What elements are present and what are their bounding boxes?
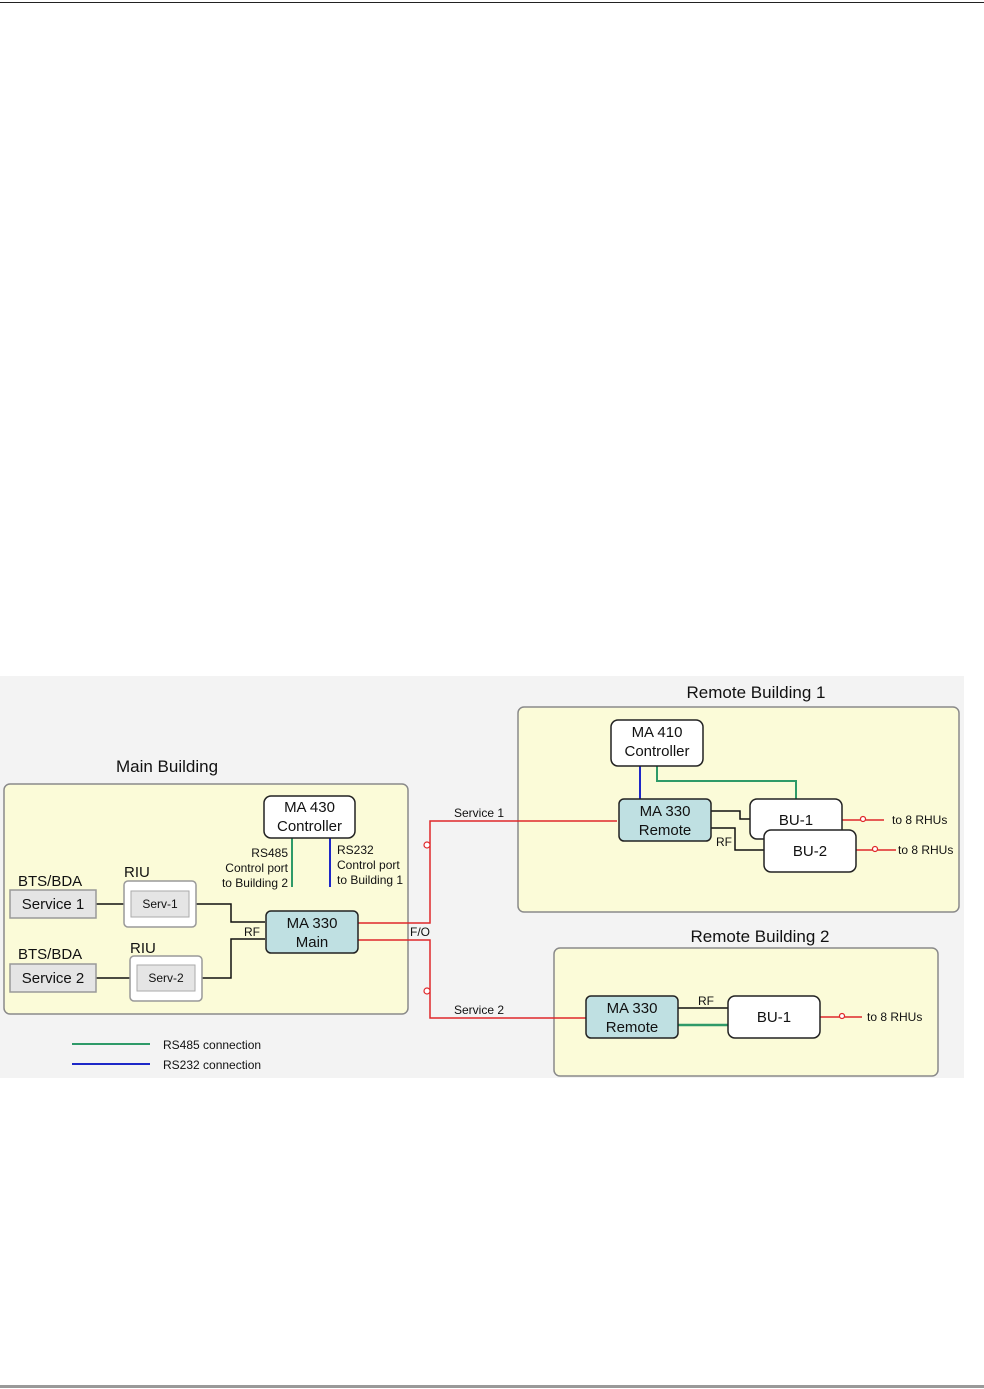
rf-label-remote2: RF <box>698 994 714 1008</box>
riu2-to-ma330-line <box>202 938 265 979</box>
ma330-remote1-line2: Remote <box>639 822 692 839</box>
ma410-controller-box <box>610 719 704 767</box>
service-2-link-label: Service 2 <box>454 1003 504 1017</box>
bu-2-label-remote1: BU-2 <box>793 843 827 860</box>
ma330-main-line1: MA 330 <box>287 915 338 932</box>
ma330-main-box <box>265 910 359 954</box>
top-rule <box>0 2 984 3</box>
bu-1-label-remote2: BU-1 <box>757 1009 791 1026</box>
ma330-remote1-box <box>618 798 712 842</box>
rs232-label-line1: RS232 <box>337 843 374 857</box>
rhu-label-bu1: to 8 RHUs <box>892 813 947 827</box>
rs485-label-line1: RS485 <box>251 846 288 860</box>
serv-2-label: Serv-2 <box>148 971 184 985</box>
system-diagram: Main Building Remote Building 1 Remote B… <box>0 676 964 1078</box>
ma430-controller-box <box>263 795 356 839</box>
rf-to-bu1-line <box>711 810 750 820</box>
riu-label-1: RIU <box>124 864 150 881</box>
main-building-box <box>3 783 409 1015</box>
service-1-label: Service 1 <box>22 896 85 913</box>
bts-bda-label-1: BTS/BDA <box>18 873 82 890</box>
ma330-remote2-box <box>585 995 679 1039</box>
fiber-connector-icon <box>838 1012 846 1020</box>
rf-label-main: RF <box>244 925 260 939</box>
rs232-label-line3: to Building 1 <box>337 873 403 887</box>
ma410-line1: MA 410 <box>632 724 683 741</box>
rhu-label-remote2: to 8 RHUs <box>867 1010 922 1024</box>
rs485-label-line2: Control port <box>225 861 288 875</box>
service-2-box <box>9 963 97 993</box>
fo-label: F/O <box>410 925 430 939</box>
remote-building-1-box <box>517 706 960 913</box>
rs485-label-line3: to Building 2 <box>222 876 288 890</box>
bu-1-box-remote2 <box>727 995 821 1039</box>
legend-rs485-label: RS485 connection <box>163 1038 261 1052</box>
serv-1-label: Serv-1 <box>142 897 178 911</box>
ma330-remote2-line1: MA 330 <box>607 1000 658 1017</box>
rhu-label-bu2: to 8 RHUs <box>898 843 953 857</box>
rf-to-bu2-line <box>711 827 764 851</box>
remote-building-2-title: Remote Building 2 <box>691 927 830 946</box>
ma330-remote2-line2: Remote <box>606 1019 659 1036</box>
rf-label-remote1: RF <box>716 835 732 849</box>
ma430-line1: MA 430 <box>284 799 335 816</box>
serv-1-box <box>130 890 190 918</box>
remote-building-1-title: Remote Building 1 <box>687 683 826 702</box>
fiber-connector-icon <box>859 815 867 823</box>
service-1-link-label: Service 1 <box>454 806 504 820</box>
ma330-remote1-line1: MA 330 <box>640 803 691 820</box>
fiber-connector-icon <box>423 987 431 995</box>
riu1-to-ma330-line <box>196 903 265 923</box>
fiber-link-service-2 <box>358 939 586 1019</box>
rs232-label-line2: Control port <box>337 858 400 872</box>
serv-2-box <box>136 964 196 992</box>
bu-1-label-remote1: BU-1 <box>779 812 813 829</box>
ma430-line2: Controller <box>277 818 342 835</box>
ma330-main-line2: Main <box>296 934 329 951</box>
service-2-label: Service 2 <box>22 970 85 987</box>
fiber-connector-icon <box>423 841 431 849</box>
bottom-rule <box>0 1385 984 1388</box>
fiber-connector-icon <box>871 845 879 853</box>
bu-2-box-remote1 <box>763 829 857 873</box>
service-1-box <box>9 889 97 919</box>
riu-label-2: RIU <box>130 940 156 957</box>
ma410-line2: Controller <box>624 743 689 760</box>
bts-bda-label-2: BTS/BDA <box>18 946 82 963</box>
main-building-title: Main Building <box>116 757 218 776</box>
fiber-link-service-1 <box>358 820 617 924</box>
legend-rs232-label: RS232 connection <box>163 1058 261 1072</box>
rs485-remote1-line <box>656 766 797 799</box>
